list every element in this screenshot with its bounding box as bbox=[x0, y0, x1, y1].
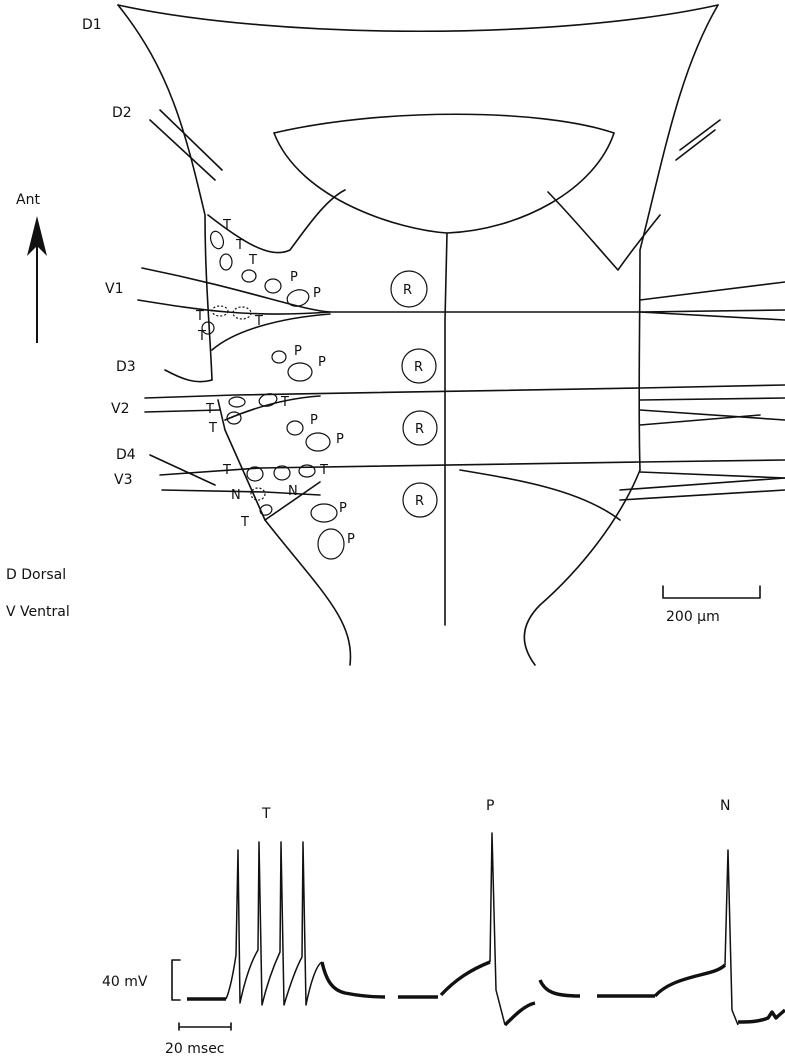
cell-label-t: T bbox=[319, 463, 328, 478]
pressure-cell bbox=[272, 351, 286, 363]
cell-label-t: T bbox=[208, 421, 217, 436]
cell-label-t: T bbox=[197, 329, 206, 344]
pressure-cell bbox=[306, 433, 330, 451]
voltage-scale-label: 40 mV bbox=[102, 974, 148, 990]
cell-label-t: T bbox=[222, 218, 231, 233]
segment-labels: D1 D2 V1 D3 V2 D4 V3 bbox=[82, 17, 136, 488]
anterior-arrow: Ant bbox=[16, 192, 47, 343]
cell-label-t: T bbox=[280, 395, 289, 410]
cell-label-n: N bbox=[288, 484, 298, 499]
time-scale: 20 msec bbox=[165, 1023, 231, 1057]
segment-label-d2: D2 bbox=[112, 105, 132, 121]
cell-label-p: P bbox=[318, 355, 326, 370]
cell-label-p: P bbox=[290, 270, 298, 285]
trace-label-n: N bbox=[720, 798, 730, 814]
cell-label-r: R bbox=[414, 360, 423, 375]
cell-label-t: T bbox=[235, 238, 244, 253]
scale-bar-label: 200 μm bbox=[666, 609, 720, 625]
cell-label-r: R bbox=[415, 494, 424, 509]
segment-label-d1: D1 bbox=[82, 17, 102, 33]
nociceptive-cell-trace bbox=[597, 850, 785, 1025]
cell-label-t: T bbox=[240, 515, 249, 530]
cell-label-t: T bbox=[195, 309, 204, 324]
cell-label-t: T bbox=[248, 253, 257, 268]
cell-label-r: R bbox=[415, 422, 424, 437]
segment-label-d4: D4 bbox=[116, 447, 136, 463]
cell-labels: T T T P P T T T P P T T T P P T T N N T … bbox=[195, 218, 424, 547]
touch-cell bbox=[242, 270, 256, 282]
cell-label-p: P bbox=[336, 432, 344, 447]
legend-dorsal: D Dorsal bbox=[6, 567, 66, 583]
touch-cell bbox=[229, 397, 245, 407]
pressure-cell bbox=[318, 529, 344, 559]
pressure-cell bbox=[288, 363, 312, 381]
legend: D Dorsal V Ventral bbox=[6, 567, 70, 620]
segment-label-v1: V1 bbox=[105, 281, 123, 297]
trace-label-p: P bbox=[486, 798, 494, 814]
time-scale-label: 20 msec bbox=[165, 1041, 225, 1057]
pressure-cell-trace bbox=[398, 833, 580, 1025]
cell-label-r: R bbox=[403, 283, 412, 298]
segment-label-v3: V3 bbox=[114, 472, 132, 488]
segment-boundaries bbox=[138, 268, 785, 520]
cell-label-t: T bbox=[254, 314, 263, 329]
cell-label-p: P bbox=[347, 532, 355, 547]
anterior-label: Ant bbox=[16, 192, 40, 208]
segment-label-d3: D3 bbox=[116, 359, 136, 375]
legend-ventral: V Ventral bbox=[6, 604, 70, 620]
pressure-cell bbox=[265, 279, 281, 293]
cell-label-n: N bbox=[231, 488, 241, 503]
cell-label-p: P bbox=[339, 501, 347, 516]
scale-bar: 200 μm bbox=[663, 586, 760, 625]
touch-cell-trace bbox=[187, 842, 385, 1005]
trace-labels: T P N bbox=[261, 798, 730, 822]
pressure-cell bbox=[311, 504, 337, 522]
cell-label-p: P bbox=[294, 344, 302, 359]
pressure-cell bbox=[287, 421, 303, 435]
trace-label-t: T bbox=[261, 806, 271, 822]
ganglion-outline bbox=[118, 5, 720, 665]
cell-label-p: P bbox=[313, 286, 321, 301]
segment-label-v2: V2 bbox=[111, 401, 129, 417]
cell-label-p: P bbox=[310, 413, 318, 428]
cell-label-t: T bbox=[222, 463, 231, 478]
cell-label-t: T bbox=[205, 402, 214, 417]
touch-cell bbox=[220, 254, 232, 270]
voltage-scale: 40 mV bbox=[102, 960, 180, 1000]
